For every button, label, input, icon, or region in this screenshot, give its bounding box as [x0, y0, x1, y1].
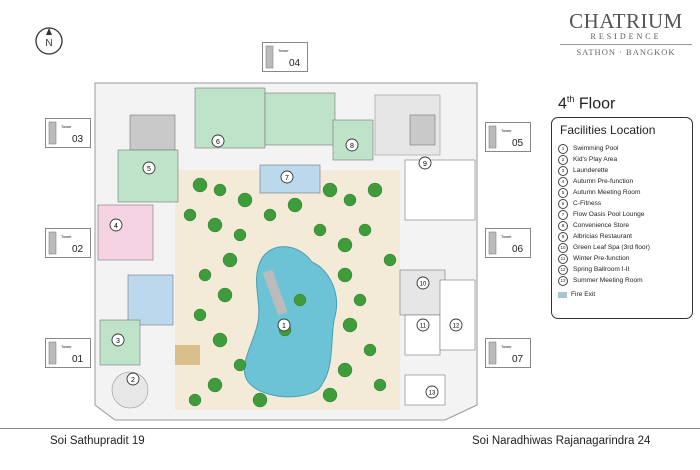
map-marker-7[interactable]: 7 [280, 170, 294, 184]
svg-text:11: 11 [420, 324, 427, 330]
tower-02[interactable]: Tower 02 [45, 228, 91, 258]
svg-text:5: 5 [147, 166, 151, 173]
legend-fire-exit: Fire Exit [558, 291, 692, 298]
compass-letter: N [45, 38, 52, 49]
map-marker-2[interactable]: 2 [126, 372, 140, 386]
west-blue-room [127, 274, 174, 326]
floor-word: Floor [578, 95, 616, 113]
brand-name: CHATRIUM [569, 9, 683, 33]
tower-number: 05 [512, 138, 524, 149]
autumn-prefunction [97, 204, 154, 261]
map-marker-13[interactable]: 13 [425, 385, 439, 399]
svg-text:3: 3 [116, 338, 120, 345]
tower-05[interactable]: Tower 05 [485, 122, 531, 152]
map-marker-6[interactable]: 6 [211, 134, 225, 148]
tower-number: 02 [72, 244, 84, 255]
floor-number: 4 [558, 95, 567, 113]
tower-07[interactable]: Tower 07 [485, 338, 531, 368]
svg-text:13: 13 [429, 391, 436, 397]
street-left: Soi Sathupradit 19 [50, 435, 145, 447]
garden-trees [183, 177, 397, 408]
map-marker-8[interactable]: 8 [345, 138, 359, 152]
map-marker-10[interactable]: 10 [416, 276, 430, 290]
floor-map [94, 82, 478, 421]
ballroom [439, 279, 476, 351]
svg-text:4: 4 [114, 223, 118, 230]
svg-text:8: 8 [350, 143, 354, 150]
svg-text:12: 12 [453, 324, 460, 330]
map-marker-12[interactable]: 12 [449, 318, 463, 332]
tower-number: 03 [72, 134, 84, 145]
map-marker-11[interactable]: 11 [416, 318, 430, 332]
street-divider [0, 428, 700, 429]
tower-06[interactable]: Tower 06 [485, 228, 531, 258]
svg-text:7: 7 [285, 175, 289, 182]
summer-meeting-room [404, 374, 446, 406]
legend-title: Facilities Location [560, 123, 656, 137]
autumn-meeting-room [117, 149, 179, 203]
svg-text:6: 6 [216, 139, 220, 146]
north-room-green [264, 92, 336, 146]
fitness-room [194, 87, 266, 149]
svg-text:1: 1 [282, 323, 286, 330]
brand-subname: RESIDENCE [590, 32, 662, 41]
tower-01[interactable]: Tower 01 [45, 338, 91, 368]
restaurant [404, 159, 476, 221]
map-marker-5[interactable]: 5 [142, 161, 156, 175]
kids-play-area [175, 345, 200, 365]
tower-number: 04 [289, 58, 301, 69]
map-marker-1[interactable]: 1 [277, 318, 291, 332]
map-marker-4[interactable]: 4 [109, 218, 123, 232]
svg-text:2: 2 [131, 377, 135, 384]
pool-bridge [262, 269, 288, 316]
tower-number: 01 [72, 354, 84, 365]
map-marker-9[interactable]: 9 [418, 156, 432, 170]
lift-core-north [409, 114, 436, 146]
tower-03[interactable]: Tower 03 [45, 118, 91, 148]
tower-number: 06 [512, 244, 524, 255]
compass-icon: N [35, 27, 63, 55]
tower-number: 07 [512, 354, 524, 365]
svg-text:10: 10 [420, 282, 427, 288]
floor-suffix: th [566, 94, 575, 104]
tower-04[interactable]: Tower 04 [262, 42, 308, 72]
svg-text:9: 9 [423, 161, 427, 168]
floor-title: 4th Floor [558, 94, 615, 113]
map-marker-3[interactable]: 3 [111, 333, 125, 347]
brand-logo: CHATRIUM RESIDENCE SATHON · BANGKOK [560, 10, 692, 57]
fire-exit-swatch [558, 291, 567, 298]
brand-location: SATHON · BANGKOK [560, 44, 692, 57]
street-right: Soi Naradhiwas Rajanagarindra 24 [472, 435, 651, 447]
lift-core-west [129, 114, 176, 151]
